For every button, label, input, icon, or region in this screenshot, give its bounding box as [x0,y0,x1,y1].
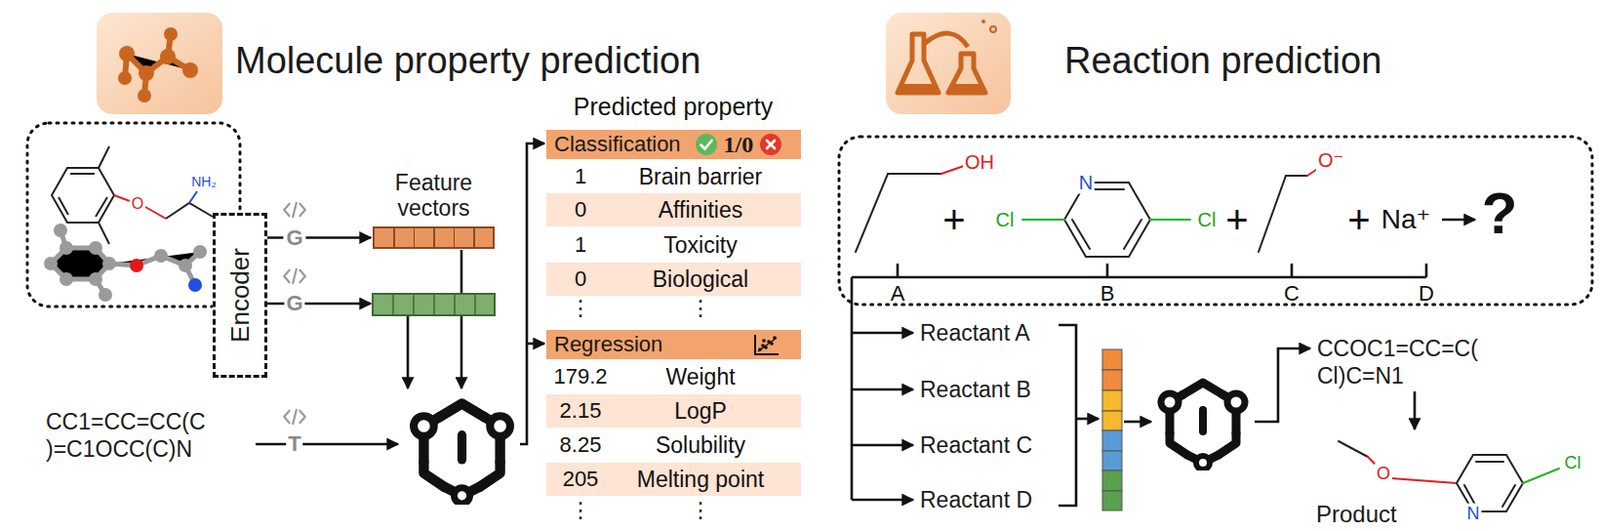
text-label: + [942,197,965,242]
text-label: NH₂ [189,173,219,190]
reactant-label: Reactant A [920,319,1031,347]
reactant-text: Reactant A [920,320,1031,346]
text-label: Toxicity [663,232,737,258]
code-icon [283,202,306,217]
model-icon [413,403,511,504]
text-label: Cl [1196,208,1219,232]
flow-wire [255,143,545,444]
text-label: Affinities [658,197,744,223]
text-label: + [1347,197,1370,242]
connector [1413,391,1417,430]
reaction-arrow [1441,218,1476,222]
text-label: 0 [574,266,587,291]
text-label: D [1418,280,1435,306]
text-label: ⋮ [569,497,592,522]
text-label: 1 [574,163,587,189]
check-icon [694,132,719,157]
text-label: N [1465,503,1482,524]
product-label: Product [1316,501,1398,527]
text-label: OH [962,151,997,174]
text-label: Molecule property prediction [235,40,701,83]
reactant-text: Reactant B [920,376,1032,402]
flask-icon [885,12,1011,115]
text-label: A [890,280,906,306]
text-label: N [1077,171,1095,195]
dotted-group [27,122,240,307]
header-band: Regression [546,329,801,360]
text-label: O [1374,463,1393,484]
text-label: Weight [665,363,735,390]
text-label: Predicted property [573,92,773,121]
text-label: Biological [652,266,749,292]
structure-2d [51,146,213,244]
smiles-string: CCOC1=CC=C( Cl)C=N1 [1317,334,1513,390]
text-label: G [283,290,305,316]
reactant-text: Reactant C [920,432,1033,458]
text-label: B [1100,280,1116,306]
feature-vector: Feature vectors [372,226,495,249]
smiles-text: CC1=CC=CC(C )=C1OCC(C)N [45,407,256,463]
reactant-structures [855,165,1320,257]
text-label: 2.15 [560,398,602,423]
feature-vector [372,293,495,316]
encoder-label: Encoder [225,247,256,343]
text-label: O⁻ [1316,149,1346,172]
reactant-label: Reactant D [920,485,1033,514]
band-title: Classification [554,131,681,158]
smiles-text: CCOC1=CC=C( Cl)C=N1 [1317,334,1513,390]
text-label: 179.2 [553,363,607,389]
text-label: 0 [574,197,587,222]
code-icon [283,409,306,424]
text-label: T [285,431,303,456]
molecule-icon [96,12,223,115]
code-icon [283,269,306,283]
structure-3d [43,223,207,302]
band-title: Regression [554,331,663,358]
row-band [546,193,801,496]
encoder-box: Encoder [212,212,268,378]
text-label: Na⁺ [1381,203,1432,236]
model-icon [1160,382,1245,470]
text-label: Reaction prediction [1064,40,1382,83]
text-label: Melting point [637,466,764,492]
text-label: LogP [674,398,727,424]
vector-heading: Feature vectors [370,170,498,221]
reactant-text: Reactant D [920,486,1033,513]
header-band: Classification 1/0 [546,129,801,160]
reactant-label: Reactant B [920,375,1032,403]
product-box: Product [1312,431,1596,531]
text-label: Solubility [655,432,746,458]
scatter-icon [752,331,782,358]
text-label: O [129,195,146,213]
class-values: 1/0 [723,131,755,159]
reactant-label: Reactant C [920,431,1033,459]
text-label: 205 [562,466,600,491]
text-label: ⋮ [689,497,712,522]
embedding-vector [1102,349,1122,511]
text-label: Brain barrier [639,163,763,190]
text-label: ⋮ [689,295,712,320]
text-label: ? [1481,179,1519,247]
text-label: Cl [1562,452,1584,474]
text-label: 1 [574,232,587,257]
text-label: 8.25 [560,432,602,457]
edge-label: G [282,225,306,250]
text-label: + [1225,197,1248,242]
text-label: ⋮ [569,295,592,320]
text-label: Cl [994,208,1017,232]
dotted-group [839,136,1593,305]
text-label: C [1283,280,1300,306]
smiles-string: CC1=CC=CC(C )=C1OCC(C)N [45,407,256,463]
cross-icon [759,132,783,157]
